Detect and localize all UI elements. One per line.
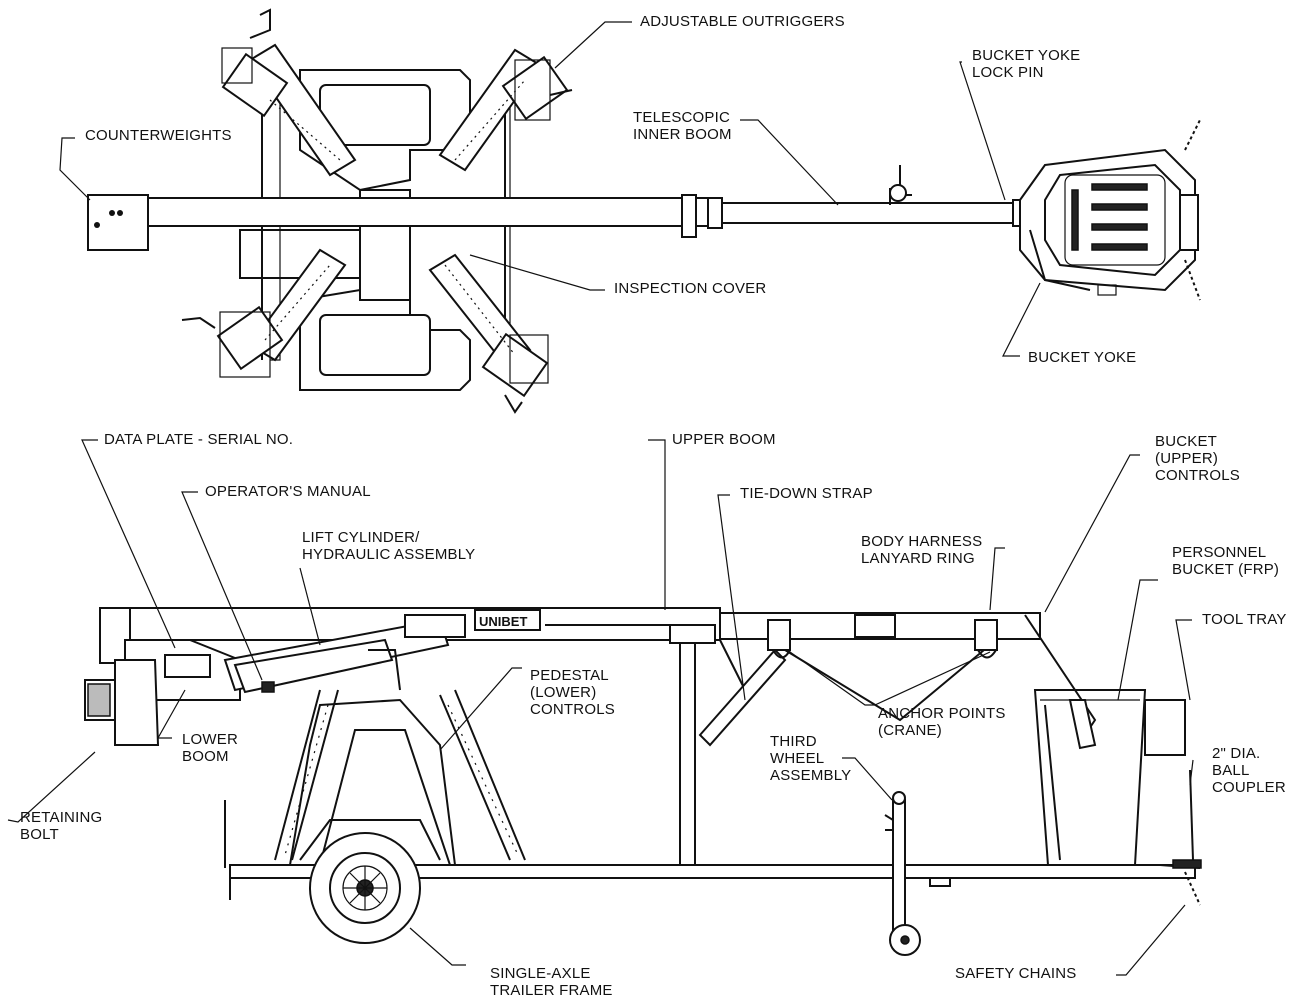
label-personnel-bucket-line2: BUCKET (FRP) — [1172, 561, 1280, 578]
side-tie-down — [698, 619, 998, 747]
label-single-axle-line1: SINGLE-AXLE — [490, 965, 591, 982]
label-anchor-points-line2: (CRANE) — [878, 722, 942, 739]
top-view — [87, 8, 1201, 414]
outrigger-front-right — [438, 48, 573, 172]
side-trailer-frame — [224, 624, 1202, 900]
outrigger-rear-right — [428, 253, 549, 414]
top-leaders — [59, 21, 1041, 357]
label-anchor-points-line1: ANCHOR POINTS — [878, 705, 1006, 722]
label-counterweights: COUNTERWEIGHTS — [85, 127, 232, 144]
side-pedestal — [274, 649, 526, 866]
label-telescopic-line1: TELESCOPIC — [633, 109, 731, 126]
top-boom — [87, 165, 1044, 251]
label-single-axle-line2: TRAILER FRAME — [490, 982, 613, 999]
label-tool-tray: TOOL TRAY — [1202, 611, 1287, 628]
label-personnel-bucket-line1: PERSONNEL — [1172, 544, 1267, 561]
label-telescopic-line2: INNER BOOM — [633, 126, 732, 143]
label-retaining-bolt-line1: RETAINING — [20, 809, 103, 826]
label-retaining-bolt-line2: BOLT — [20, 826, 59, 843]
label-body-harness-line1: BODY HARNESS — [861, 533, 983, 550]
side-leaders — [7, 439, 1194, 976]
label-inspection-cover: INSPECTION COVER — [614, 280, 767, 297]
side-third-wheel — [884, 791, 921, 956]
label-lower-boom-line1: LOWER — [182, 731, 239, 748]
label-pedestal-line2: (LOWER) — [530, 684, 597, 701]
label-tie-down-strap: TIE-DOWN STRAP — [740, 485, 873, 502]
label-operators-manual: OPERATOR'S MANUAL — [205, 483, 371, 500]
outrigger-rear-left — [181, 248, 347, 378]
label-third-wheel-line3: ASSEMBLY — [770, 767, 852, 784]
side-upper-boom: UNIBET — [99, 607, 1041, 664]
label-lower-boom-line2: BOOM — [182, 748, 229, 765]
label-third-wheel-line2: WHEEL — [770, 750, 825, 767]
side-personnel-bucket — [1024, 614, 1201, 906]
label-safety-chains: SAFETY CHAINS — [955, 965, 1077, 982]
label-ball-coupler-line3: COUPLER — [1212, 779, 1286, 796]
label-lift-cylinder-line1: LIFT CYLINDER/ — [302, 529, 420, 546]
label-third-wheel-line1: THIRD — [770, 733, 817, 750]
label-pedestal-line3: CONTROLS — [530, 701, 615, 718]
side-view: UNIBET — [84, 607, 1202, 956]
label-bucket-controls-line1: BUCKET — [1155, 433, 1218, 450]
label-yoke-lock-pin-line1: BUCKET YOKE — [972, 47, 1081, 64]
label-upper-boom: UPPER BOOM — [672, 431, 776, 448]
label-bucket-controls-line3: CONTROLS — [1155, 467, 1240, 484]
label-yoke-lock-pin-line2: LOCK PIN — [972, 64, 1044, 81]
outrigger-front-left — [221, 8, 357, 177]
label-ball-coupler-line2: BALL — [1212, 762, 1250, 779]
boom-brand-text: UNIBET — [479, 614, 527, 629]
label-data-plate: DATA PLATE - SERIAL NO. — [104, 431, 294, 448]
label-bucket-yoke: BUCKET YOKE — [1028, 349, 1137, 366]
label-pedestal-line1: PEDESTAL — [530, 667, 609, 684]
label-ball-coupler-line1: 2" DIA. — [1212, 745, 1261, 762]
top-bucket — [1019, 119, 1201, 301]
label-adjustable-outriggers: ADJUSTABLE OUTRIGGERS — [640, 13, 845, 30]
label-bucket-controls-line2: (UPPER) — [1155, 450, 1219, 467]
label-body-harness-line2: LANYARD RING — [861, 550, 975, 567]
side-lower-boom — [84, 614, 466, 746]
side-trailer-wheel — [309, 832, 421, 944]
label-lift-cylinder-line2: HYDRAULIC ASSEMBLY — [302, 546, 476, 563]
